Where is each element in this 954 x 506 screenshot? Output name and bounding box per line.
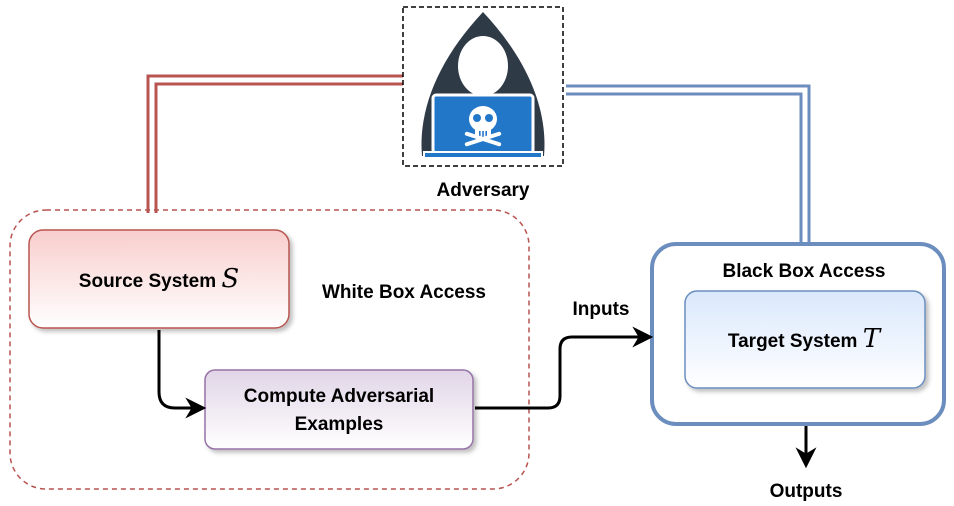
hacker-with-skull-laptop-icon	[421, 12, 545, 159]
black-box-label: Black Box Access	[722, 261, 885, 282]
inputs-label: Inputs	[573, 299, 630, 320]
source-system-node: Source System S	[28, 229, 290, 329]
target-system-text: Target System	[728, 331, 863, 352]
white-box-connector	[146, 74, 403, 213]
black-box-connector	[566, 84, 811, 244]
adversary-label: Adversary	[437, 180, 530, 201]
source-system-var: S	[221, 264, 239, 294]
target-system-var: T	[863, 324, 882, 354]
svg-text:Source System S: Source System S	[79, 264, 239, 294]
outputs-label: Outputs	[770, 481, 843, 502]
compute-adversarial-node: Compute Adversarial Examples	[204, 369, 474, 450]
source-system-text: Source System	[79, 271, 222, 292]
inputs-arrow	[475, 326, 654, 410]
svg-text:Target System T: Target System T	[728, 324, 882, 354]
adversary-node	[402, 6, 564, 167]
white-box-region	[9, 209, 530, 490]
compute-line1: Compute Adversarial	[244, 386, 434, 407]
white-box-label: White Box Access	[322, 282, 486, 303]
compute-line2: Examples	[295, 414, 384, 435]
source-to-compute-arrow	[157, 330, 207, 419]
target-system-node: Target System T	[684, 290, 926, 389]
